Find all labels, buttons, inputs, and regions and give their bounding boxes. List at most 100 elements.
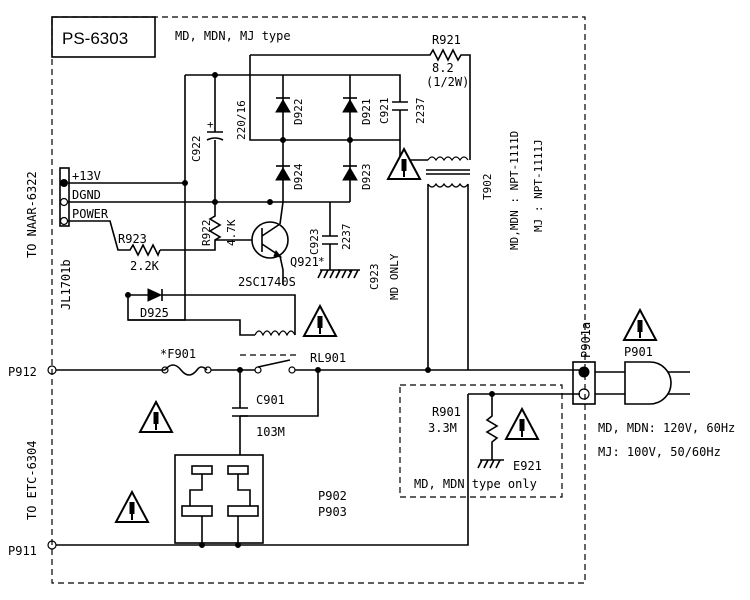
t902-line2: MJ : NPT-1111J — [532, 139, 545, 232]
node — [235, 542, 241, 548]
to-etc-label: TO ETC-6304 — [25, 441, 39, 520]
wire-left-vertical — [127, 75, 186, 321]
wire-bridge-left — [249, 55, 283, 141]
d922-label: D922 — [292, 99, 305, 126]
c901-symbol — [232, 407, 248, 417]
c922-value: 220/16 — [235, 100, 248, 140]
pin-13v-label: +13V — [72, 169, 101, 183]
p902-label: P902 — [318, 489, 347, 503]
p901-label: P901 — [624, 345, 653, 359]
f901-terminal — [161, 366, 169, 374]
c922-symbol — [206, 131, 224, 141]
r901-value: 3.3M — [428, 421, 457, 435]
c921-value: 2237 — [414, 98, 427, 125]
warning-icon — [138, 399, 174, 433]
r901-ref: R901 — [432, 405, 461, 419]
p901a-pin-1 — [578, 366, 590, 378]
q921-leads — [261, 223, 281, 257]
r922-value: 4.7K — [225, 219, 238, 246]
jl1701b-pin-1 — [60, 179, 68, 187]
r921-rating: (1/2W) — [426, 75, 469, 89]
wire-c901-return — [240, 370, 319, 417]
p902-pad — [227, 465, 249, 475]
d924-label: D924 — [292, 163, 305, 190]
power-spec-line1: MD, MDN: 120V, 60Hz — [598, 421, 735, 435]
power-spec-line2: MJ: 100V, 50/60Hz — [598, 445, 721, 459]
md-mdn-region — [399, 384, 563, 498]
r922-resistor — [160, 202, 222, 251]
node — [199, 542, 205, 548]
p903-leads — [201, 516, 239, 545]
p902-p903-block — [174, 454, 264, 544]
t902-coil-top — [427, 156, 469, 162]
c923-note-value: MD ONLY — [388, 253, 401, 300]
dashed-note: MD, MDN type only — [414, 477, 537, 491]
board-title: PS-6303 — [62, 29, 128, 48]
c923-ref: C923 — [308, 229, 321, 256]
rl901-terminal — [254, 366, 262, 374]
p901a-label: P901a — [579, 322, 593, 358]
e921-label: E921 — [513, 459, 542, 473]
q921-part: 2SC1740S — [238, 275, 296, 289]
p903-pad — [227, 505, 259, 517]
node — [267, 199, 273, 205]
warning-icon — [114, 489, 150, 523]
rl901-contact — [257, 359, 291, 368]
jl1701b-pin-2 — [59, 197, 69, 207]
board-outline — [51, 16, 586, 584]
p901-prongs — [668, 371, 690, 395]
board-type-note: MD, MDN, MJ type — [175, 29, 291, 43]
pin-dgnd-label: DGND — [72, 188, 101, 202]
p911-label: P911 — [8, 544, 37, 558]
ground-symbol-2 — [335, 269, 360, 279]
c923-symbol — [322, 235, 338, 245]
board-title-box — [51, 16, 156, 58]
wire-d925-right — [162, 294, 296, 335]
c922-ref: C922 — [190, 136, 203, 163]
e921-ground — [477, 459, 504, 469]
d921-label: D921 — [360, 99, 373, 126]
d922-diode — [275, 99, 291, 113]
f901-label: *F901 — [160, 347, 196, 361]
c921-leads — [350, 74, 401, 141]
warning-icon — [504, 406, 540, 440]
r921-value: 8.2 — [432, 61, 454, 75]
wire-p911 — [56, 394, 469, 546]
c923-star: * — [318, 255, 325, 268]
warning-icon — [302, 303, 338, 337]
d925-label: D925 — [140, 306, 169, 320]
wire-t902-secondary — [427, 184, 469, 370]
jl1701b-pin-3 — [59, 216, 69, 226]
node — [425, 367, 431, 373]
jl1701b-label: JL1701b — [59, 259, 73, 310]
q921-transistor — [251, 221, 289, 259]
r923-resistor — [68, 220, 161, 257]
p902-pad — [191, 465, 213, 475]
f901-fuse — [164, 364, 208, 376]
q921-ref: Q921 — [290, 255, 319, 269]
d923-diode — [342, 167, 358, 181]
p903-label: P903 — [318, 505, 347, 519]
p903-pad — [181, 505, 213, 517]
c921-ref: C921 — [378, 98, 391, 125]
rl901-coil — [254, 330, 296, 337]
node — [280, 137, 286, 143]
d923-label: D923 — [360, 164, 373, 191]
jl1701b-connector — [59, 167, 70, 227]
r922-ref: R922 — [200, 220, 213, 247]
d921-diode — [342, 99, 358, 113]
p901a-connector — [572, 361, 596, 405]
r923-ref: R923 — [118, 232, 147, 246]
q921-arrow — [273, 250, 283, 258]
rl901-terminal — [288, 366, 296, 374]
t902-line1: MD,MDN : NPT-1111D — [508, 131, 521, 250]
p901-plug — [624, 361, 672, 405]
pin-power-label: POWER — [72, 207, 109, 221]
d925-diode — [147, 288, 163, 302]
p901a-pin-2 — [578, 388, 590, 400]
ground-symbol — [317, 269, 341, 279]
c922-plus: + — [207, 118, 214, 131]
c921-symbol — [392, 101, 408, 111]
